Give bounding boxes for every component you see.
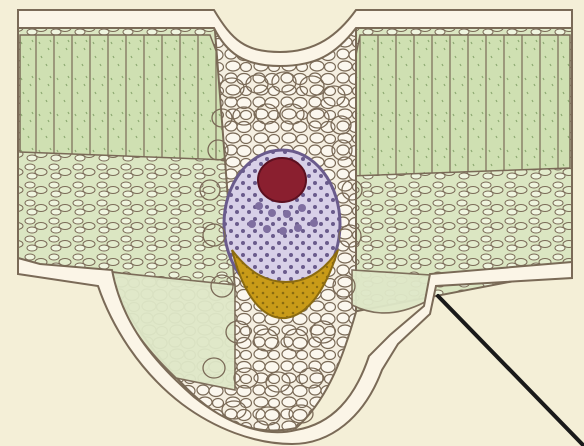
- vascular-cell: [248, 220, 256, 228]
- vascular-cell: [255, 202, 263, 210]
- vascular-cell: [294, 224, 302, 232]
- vascular-cell: [310, 219, 318, 227]
- vascular-cell: [298, 204, 306, 212]
- palisade-right: [350, 35, 570, 176]
- vascular-cell: [268, 209, 276, 217]
- xylem-cluster: [258, 158, 306, 202]
- vascular-cell: [263, 225, 271, 233]
- vascular-cell: [279, 227, 287, 235]
- palisade-left: [20, 35, 228, 160]
- vascular-cell: [283, 210, 291, 218]
